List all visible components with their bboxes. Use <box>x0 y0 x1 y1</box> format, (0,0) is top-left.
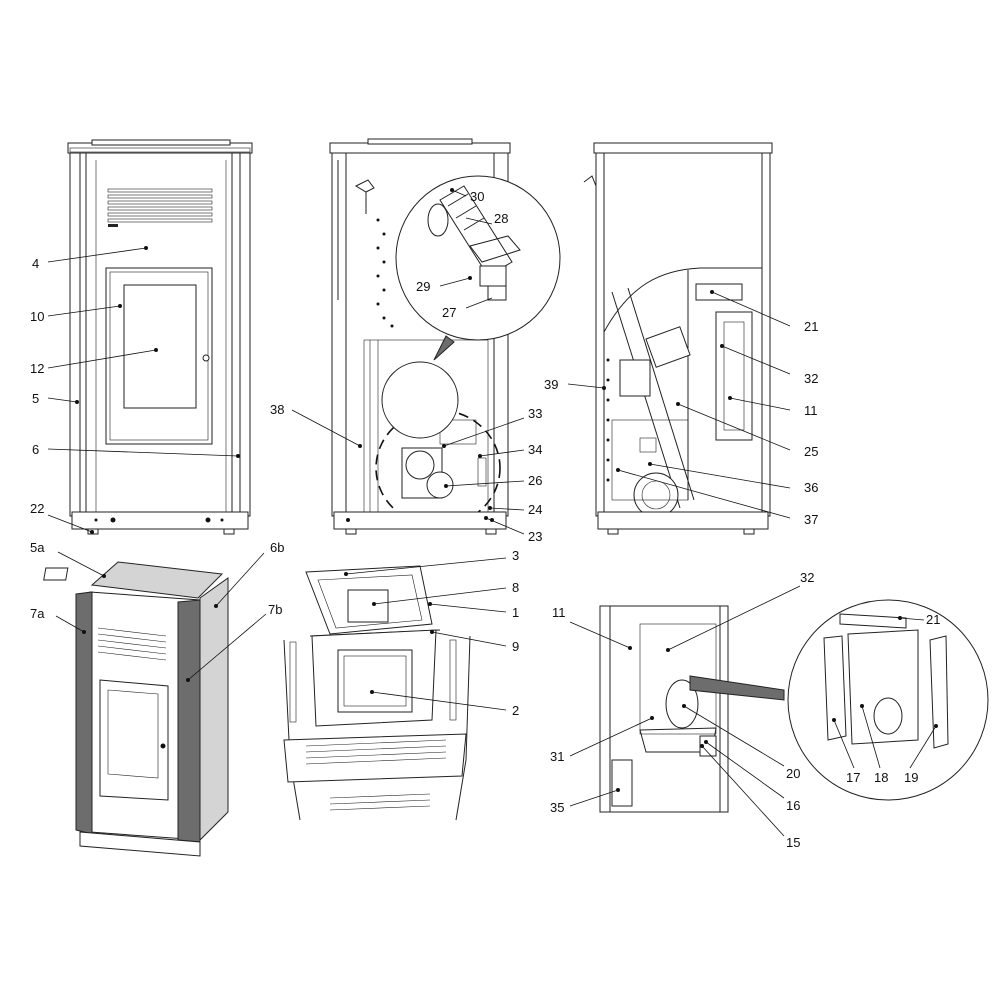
callout-21-firebox: 21 <box>926 612 940 627</box>
callout-4: 4 <box>32 256 39 271</box>
open-lid-view <box>283 565 471 821</box>
callout-10: 10 <box>30 309 44 324</box>
callout-12: 12 <box>30 361 44 376</box>
callout-23: 23 <box>528 529 542 544</box>
callout-39: 39 <box>544 377 558 392</box>
stove-3d-view <box>43 561 229 857</box>
rear-view <box>329 138 561 535</box>
leader-lines <box>47 188 938 837</box>
callout-26: 26 <box>528 473 542 488</box>
callout-36: 36 <box>804 480 818 495</box>
callout-19: 19 <box>904 770 918 785</box>
callout-5: 5 <box>32 391 39 406</box>
callout-6b: 6b <box>270 540 284 555</box>
rear-hole-column <box>376 218 394 328</box>
open-lid-grille <box>305 739 447 811</box>
firebox-view <box>599 599 989 813</box>
callout-3: 3 <box>512 548 519 563</box>
callout-6: 6 <box>32 442 39 457</box>
callout-11-firebox: 11 <box>552 605 566 620</box>
callout-28: 28 <box>494 211 508 226</box>
callout-7a: 7a <box>30 606 45 621</box>
callout-22: 22 <box>30 501 44 516</box>
callout-24: 24 <box>528 502 542 517</box>
callout-38: 38 <box>270 402 284 417</box>
front-view <box>67 139 253 535</box>
callout-37: 37 <box>804 512 818 527</box>
callout-11: 11 <box>804 403 818 418</box>
callout-25: 25 <box>804 444 818 459</box>
callout-18: 18 <box>874 770 888 785</box>
callout-7b: 7b <box>268 602 282 617</box>
callout-21: 21 <box>804 319 818 334</box>
callout-33: 33 <box>528 406 542 421</box>
callout-27: 27 <box>442 305 456 320</box>
side-cutaway-view <box>583 142 773 535</box>
callout-29: 29 <box>416 279 430 294</box>
callout-34: 34 <box>528 442 542 457</box>
stove-3d-grille <box>97 627 167 661</box>
callout-35: 35 <box>550 800 564 815</box>
side-hole-column <box>606 358 610 482</box>
callout-32: 32 <box>804 371 818 386</box>
callout-16: 16 <box>786 798 800 813</box>
callout-5a: 5a <box>30 540 45 555</box>
callout-32-firebox: 32 <box>800 570 814 585</box>
callout-31: 31 <box>550 749 564 764</box>
callout-labels: 4 10 12 5 6 22 30 28 29 27 38 33 34 26 2… <box>30 189 940 850</box>
callout-9: 9 <box>512 639 519 654</box>
callout-2: 2 <box>512 703 519 718</box>
callout-20: 20 <box>786 766 800 781</box>
firebox-panels-detail <box>823 613 949 749</box>
callout-15: 15 <box>786 835 800 850</box>
exhaust-fan-detail <box>427 185 521 301</box>
callout-1: 1 <box>512 605 519 620</box>
callout-30: 30 <box>470 189 484 204</box>
callout-8: 8 <box>512 580 519 595</box>
front-grille <box>107 188 213 227</box>
callout-17: 17 <box>846 770 860 785</box>
